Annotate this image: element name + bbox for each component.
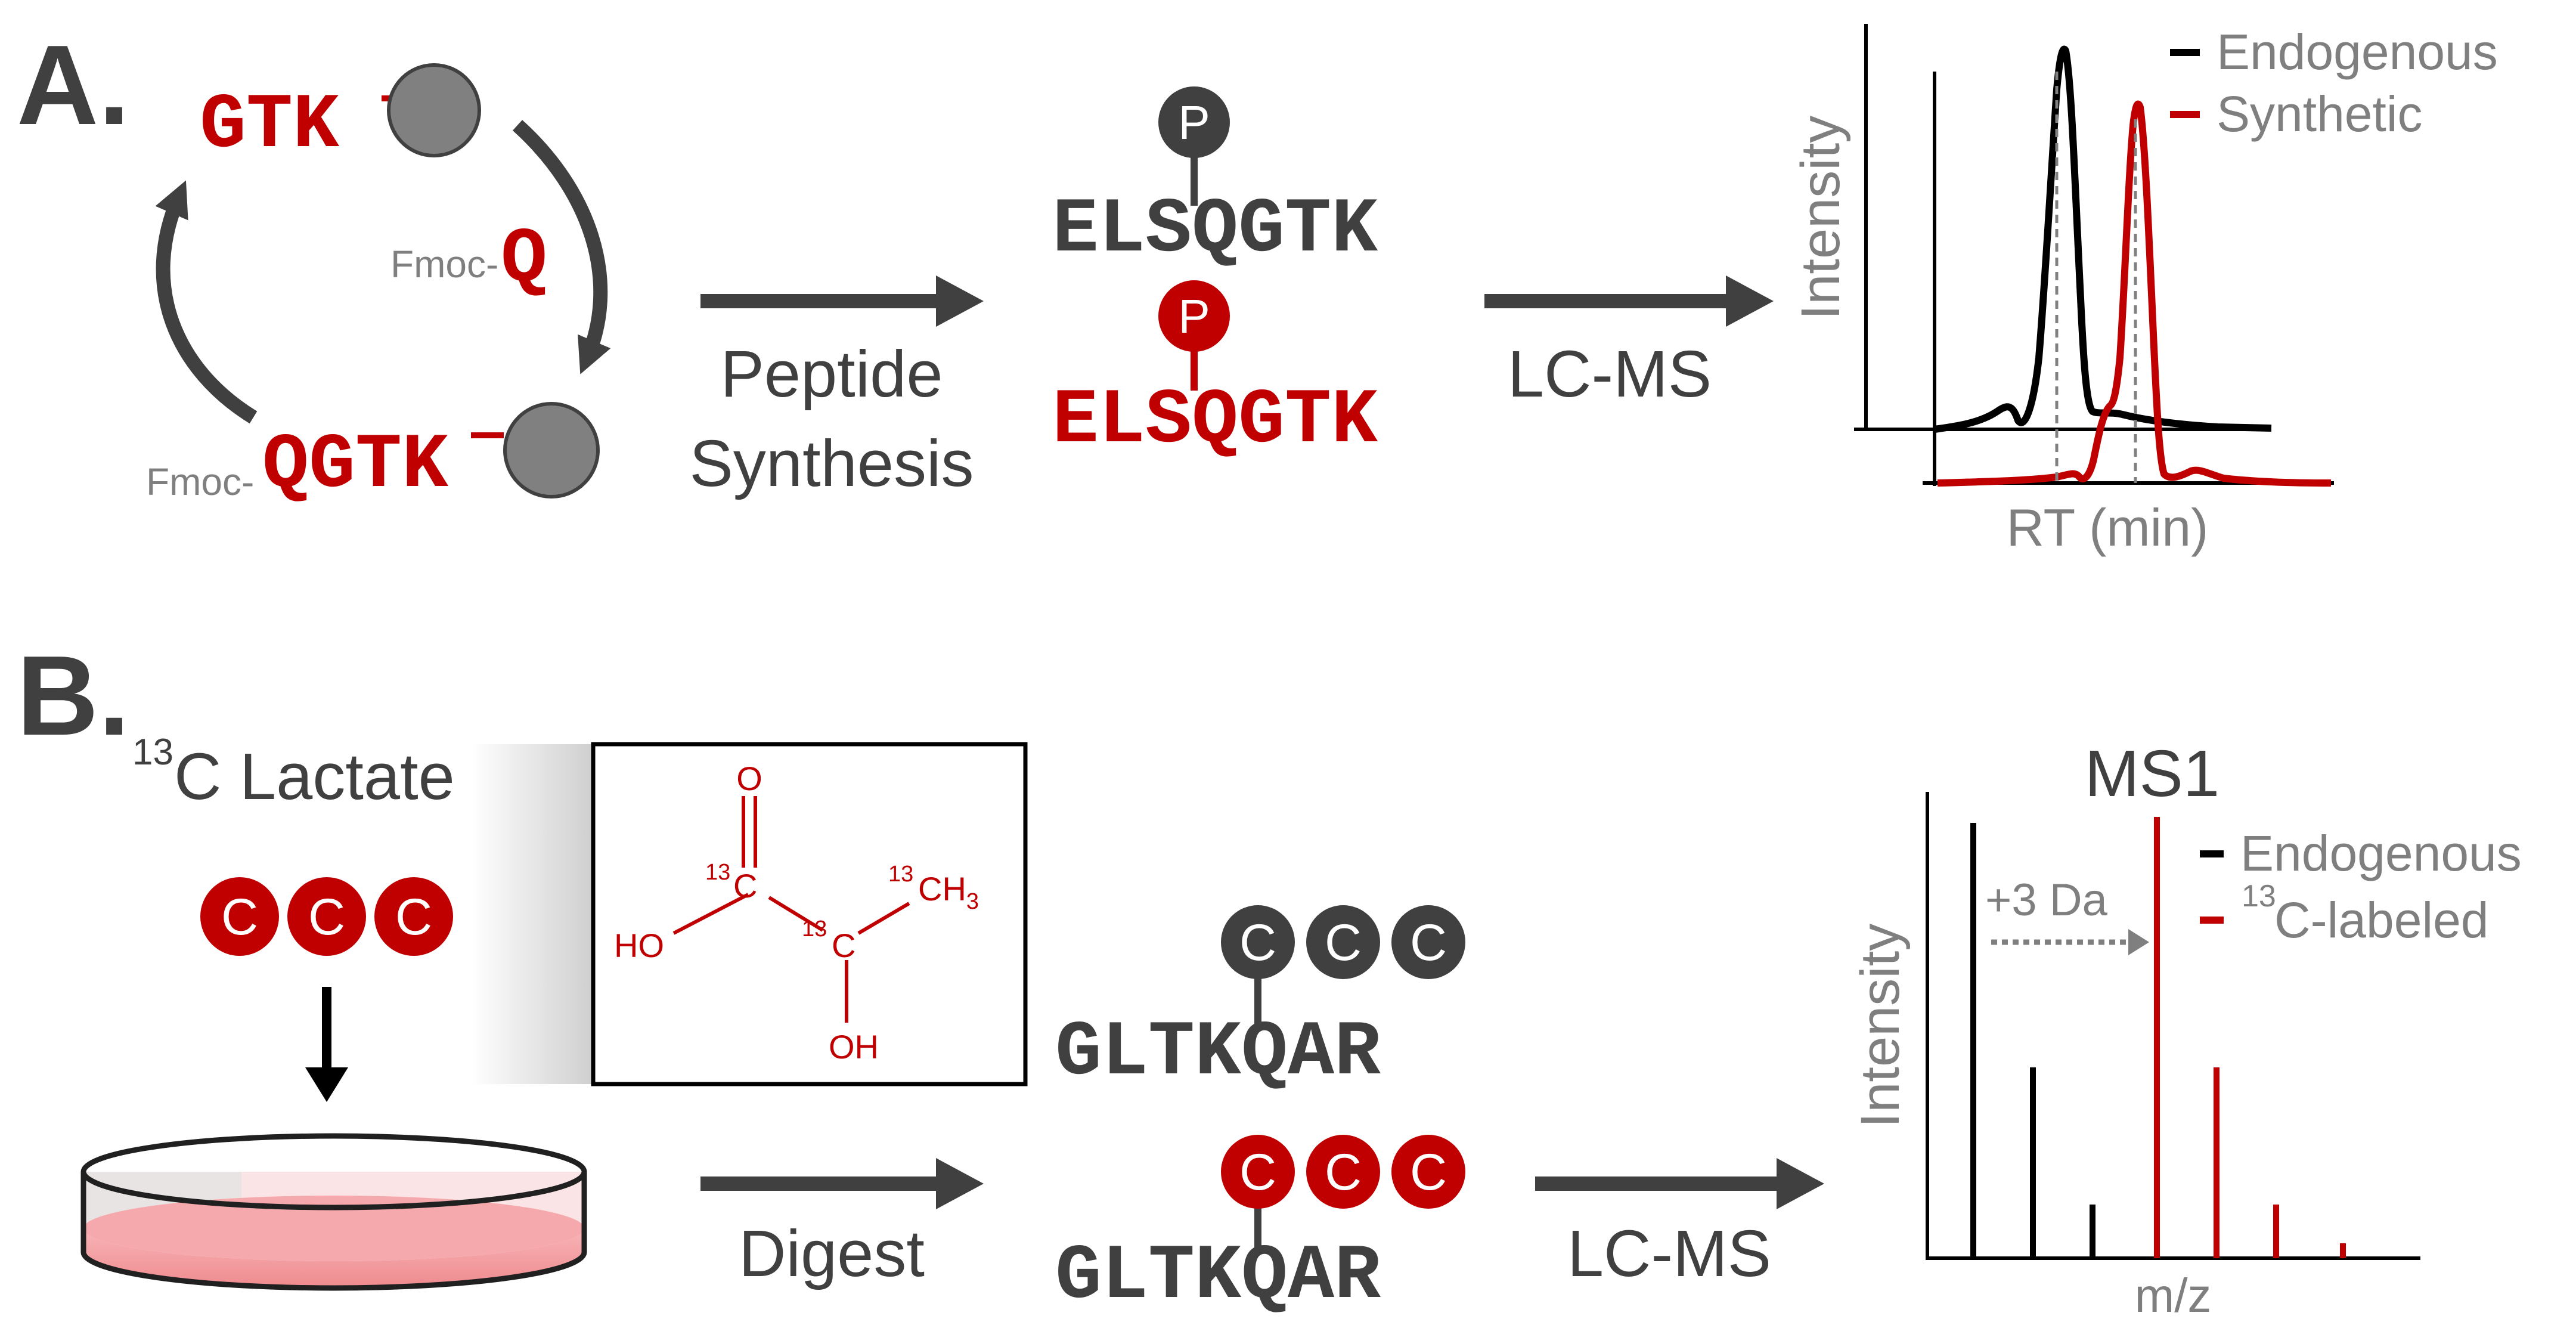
lactate-carbon-2-label: C: [308, 888, 345, 946]
phospho-symbol-endogenous: P: [1178, 96, 1210, 149]
atom-c2-sup: 13: [802, 917, 827, 942]
panel-b-label: B.: [17, 633, 130, 759]
phosphopeptide-products: P ELSQGTK P ELSQGTK: [1052, 86, 1378, 465]
phospho-symbol-synthetic: P: [1178, 290, 1210, 343]
labeled-carbon-1-label: C: [1239, 1144, 1276, 1201]
atom-oh: OH: [829, 1028, 879, 1066]
chromatogram: Intensity RT (min) Endogenous Synthetic: [1790, 24, 2498, 557]
legend-b-endogenous: Endogenous: [2240, 825, 2522, 881]
atom-ch3-sub: 3: [966, 889, 979, 914]
atom-c1: C: [733, 867, 757, 905]
structure-box: [591, 742, 1028, 1086]
dish-media-surface: [83, 1196, 584, 1261]
lcms-arrow-b-head: [1777, 1158, 1824, 1209]
mass-shift-arrow-head: [2128, 929, 2149, 955]
spectrum-xlabel: m/z: [2135, 1269, 2212, 1322]
atom-ch3-main: CH: [918, 870, 966, 908]
endogenous-carbon-2-label: C: [1325, 914, 1362, 971]
synthesis-cycle: GTK Fmoc- Q Fmoc- QGTK: [146, 63, 611, 510]
culture-dish: [80, 1133, 587, 1291]
endogenous-peptide: ELSQGTK: [1052, 187, 1378, 274]
lactate-structure: O 13 C HO 13 C 13 CH3 OH: [591, 742, 1028, 1086]
endogenous-carbon-3: [1391, 905, 1465, 979]
dish-media: [83, 1228, 584, 1288]
lactate-carbon-3-label: C: [395, 888, 432, 946]
lcms-arrow-a-head: [1726, 275, 1774, 327]
spectrum-ylabel: Intensity: [1850, 924, 1911, 1128]
spectrum-title: MS1: [2085, 737, 2219, 810]
labeled-carbon-2-label: C: [1325, 1144, 1362, 1201]
lactate-name: C Lactate: [174, 740, 455, 813]
labeled-carbon-1: [1221, 1135, 1295, 1209]
cycle-bottom-peptide: QGTK: [262, 422, 449, 510]
atom-ch3: CH3: [918, 870, 979, 914]
synthetic-peptide: ELSQGTK: [1052, 377, 1378, 465]
lactate-carbon-2: [287, 877, 366, 956]
cycle-arrow-left: [155, 180, 258, 424]
ms1-spectrum: MS1 Intensity +3 Da m/z Endogenous 13 C-…: [1850, 737, 2522, 1322]
lactate-carbon-1-label: C: [221, 888, 258, 946]
labeled-carbon-3: [1391, 1135, 1465, 1209]
endogenous-lactyl-peptide: GLTKQAR: [1055, 1010, 1381, 1097]
structure-projection: [471, 744, 593, 1084]
chromatogram-ylabel: Intensity: [1790, 116, 1851, 320]
labeled-carbon-3-label: C: [1410, 1144, 1447, 1201]
bond-c1-oh: [672, 893, 749, 935]
phospho-group-endogenous: [1158, 86, 1230, 158]
synthesis-arrow-head: [936, 275, 984, 327]
endogenous-trace: [1934, 45, 2272, 433]
endogenous-carbon-2: [1306, 905, 1380, 979]
bond-c1-c2: [768, 896, 824, 932]
endogenous-carbon-1: [1221, 905, 1295, 979]
resin-bead-bottom: [503, 402, 600, 499]
resin-bead-top: [387, 63, 481, 157]
bond-c2-c3: [857, 902, 910, 935]
lactyl-peptide-products: C C C GLTKQAR C C C GLTKQAR: [1055, 905, 1465, 1321]
lactate-carbon-1: [200, 877, 279, 956]
atom-o-carbonyl: O: [736, 760, 762, 797]
atom-ho: HO: [614, 927, 664, 964]
labeled-carbon-2: [1306, 1135, 1380, 1209]
synthesis-label-line2: Synthesis: [690, 427, 974, 500]
lactate-superscript: 13: [132, 732, 173, 773]
legend-a-synthetic: Synthetic: [2217, 86, 2423, 142]
cycle-top-peptide: GTK: [200, 82, 340, 170]
bottom-fmoc-prefix: Fmoc-: [146, 460, 254, 503]
digest-arrow-head: [936, 1158, 984, 1209]
atom-c2: C: [832, 927, 855, 964]
cycle-arrow-right: [512, 120, 611, 374]
incoming-fmoc-prefix: Fmoc-: [390, 243, 498, 286]
panel-a-label: A.: [17, 22, 130, 148]
dish-base: [80, 1252, 587, 1291]
legend-b-labeled-sup: 13: [2242, 879, 2276, 914]
synthetic-trace: [1937, 100, 2332, 487]
digest-label: Digest: [739, 1217, 925, 1290]
legend-a-endogenous: Endogenous: [2217, 24, 2498, 80]
synthesis-label-line1: Peptide: [720, 338, 943, 411]
lactate-carbons: C C C: [200, 877, 453, 956]
chromatogram-xlabel: RT (min): [2007, 498, 2209, 557]
legend-b-labeled: C-labeled: [2274, 892, 2489, 948]
mass-shift-label: +3 Da: [1985, 875, 2108, 925]
phospho-group-synthetic: [1158, 280, 1230, 352]
feed-arrow-head: [305, 1067, 348, 1102]
atom-c1-sup: 13: [705, 860, 730, 885]
lcms-label-b: LC-MS: [1567, 1217, 1771, 1290]
incoming-residue: Q: [501, 216, 547, 304]
lactate-carbon-3: [374, 877, 453, 956]
endogenous-carbon-1-label: C: [1239, 914, 1276, 971]
lcms-label-a: LC-MS: [1508, 338, 1712, 411]
endogenous-carbon-3-label: C: [1410, 914, 1447, 971]
labeled-lactyl-peptide: GLTKQAR: [1055, 1233, 1381, 1321]
atom-ch3-sup: 13: [888, 862, 913, 887]
